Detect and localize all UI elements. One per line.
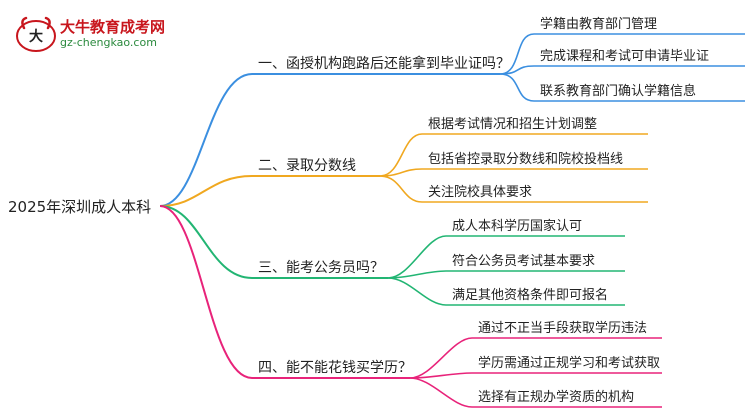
branch-4-child-2: 学历需通过正规学习和考试获取	[478, 355, 660, 371]
branch-2-child-1-link	[379, 133, 648, 177]
branch-1-link	[159, 73, 500, 207]
svg-text:大: 大	[29, 28, 43, 45]
branch-4-link	[159, 205, 410, 379]
branch-4-child-2-link	[409, 372, 662, 379]
branch-2-child-2: 包括省控录取分数线和院校投档线	[428, 151, 623, 167]
branch-3-child-3: 满足其他资格条件即可报名	[452, 287, 608, 303]
logo-title: 大牛教育成考网	[60, 18, 166, 36]
branch-3-child-2: 符合公务员考试基本要求	[452, 253, 595, 269]
mind-map-links	[159, 33, 745, 408]
root-topic: 2025年深圳成人本科	[8, 198, 151, 216]
branch-3-child-1-link	[387, 235, 625, 279]
branch-1-child-3-link	[499, 73, 745, 102]
branch-1-child-1-link	[499, 33, 745, 75]
branch-3-label: 三、能考公务员吗？	[258, 260, 384, 276]
site-logo: 大 大牛教育成考网 gz-chengkao.com	[14, 14, 166, 54]
branch-1-child-2: 完成课程和考试可申请毕业证	[540, 49, 709, 64]
branch-2-child-1: 根据考试情况和招生计划调整	[428, 117, 597, 132]
branch-4-label: 四、能不能花钱买学历？	[258, 360, 412, 376]
branch-3-child-2-link	[387, 270, 625, 279]
ox-logo-icon: 大	[16, 16, 56, 52]
branch-2-link	[159, 175, 380, 207]
branch-1-child-2-link	[499, 65, 745, 75]
branch-2-label: 二、录取分数线	[258, 158, 356, 174]
branch-1-child-3: 联系教育部门确认学籍信息	[540, 83, 696, 99]
branch-4-child-3: 选择有正规办学资质的机构	[478, 389, 634, 405]
branch-4-child-1-link	[409, 337, 662, 379]
logo-url: gz-chengkao.com	[60, 36, 157, 49]
branch-2-child-3-link	[379, 175, 648, 203]
branch-2-child-2-link	[379, 168, 648, 177]
branch-1-label: 一、函授机构跑路后还能拿到毕业证吗？	[258, 55, 510, 72]
mind-map-nodes: 2025年深圳成人本科 一、函授机构跑路后还能拿到毕业证吗？ 学籍由教育部门管理完…	[8, 16, 709, 405]
branch-3-child-1: 成人本科学历国家认可	[452, 218, 582, 234]
branch-2-child-3: 关注院校具体要求	[428, 184, 532, 200]
branch-3-child-3-link	[387, 277, 625, 306]
branch-3-link	[159, 205, 388, 279]
branch-1-child-1: 学籍由教育部门管理	[540, 16, 657, 32]
branch-4-child-3-link	[409, 377, 662, 408]
branch-4-child-1: 通过不正当手段获取学历违法	[478, 320, 647, 336]
